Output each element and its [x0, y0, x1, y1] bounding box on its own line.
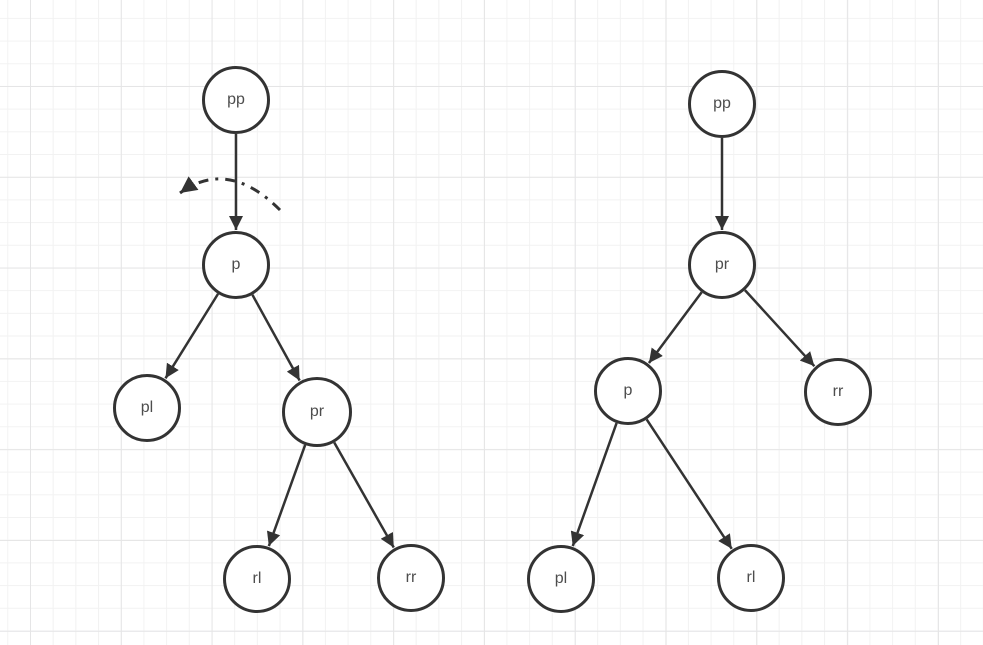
edge-pr-rr[interactable]	[744, 289, 816, 368]
tree-2-node-pp[interactable]: pp	[688, 70, 756, 138]
edge-p-rl[interactable]	[645, 418, 733, 550]
tree-1-node-pp[interactable]: pp	[202, 66, 270, 134]
tree-1-node-rr[interactable]: rr	[377, 544, 445, 612]
edge-pr-rl[interactable]	[266, 444, 307, 547]
tree-2-node-rl[interactable]: rl	[717, 544, 785, 612]
tree-2-node-pl[interactable]: pl	[527, 545, 595, 613]
edge-pr-rr[interactable]	[333, 441, 395, 549]
edge-p-pr[interactable]	[251, 294, 301, 382]
rotation-direction-arrow[interactable]	[179, 176, 282, 212]
tree-1-node-rl[interactable]: rl	[223, 545, 291, 613]
edge-p-pl[interactable]	[570, 422, 618, 547]
edge-pr-p[interactable]	[647, 291, 703, 364]
edge-p-pl[interactable]	[164, 293, 220, 379]
tree-2-node-pr[interactable]: pr	[688, 231, 756, 299]
tree-1-node-pr[interactable]: pr	[282, 377, 352, 447]
tree-1-node-p[interactable]: p	[202, 231, 270, 299]
tree-1-node-pl[interactable]: pl	[113, 374, 181, 442]
tree-2-node-rr[interactable]: rr	[804, 358, 872, 426]
tree-2-node-p[interactable]: p	[594, 357, 662, 425]
